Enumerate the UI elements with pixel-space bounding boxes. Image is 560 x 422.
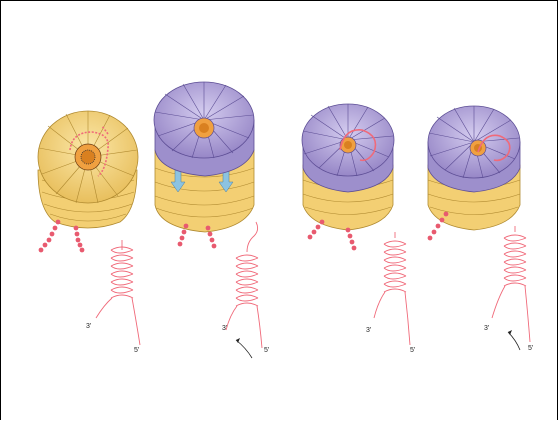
label-5-prime: 5’ xyxy=(134,347,140,354)
curved-arrow-icon xyxy=(508,332,520,350)
panel-3: 3’ 5’ xyxy=(302,104,416,354)
panel-2: 3’ 5’ xyxy=(154,82,270,358)
purple-disk xyxy=(302,104,394,192)
rna-coil xyxy=(226,222,262,348)
curved-arrow-icon xyxy=(236,340,252,358)
panel-4: 3’ 5’ xyxy=(428,106,534,352)
bead-tail xyxy=(308,220,325,240)
label-3-prime: 3’ xyxy=(86,323,92,330)
rna-coil xyxy=(374,232,410,345)
label-5-prime: 5’ xyxy=(528,345,534,352)
label-5-prime: 5’ xyxy=(264,347,270,354)
label-3-prime: 3’ xyxy=(222,325,228,332)
rna-coil xyxy=(96,240,140,345)
bead-tail xyxy=(39,220,61,253)
bead-tail xyxy=(74,226,85,253)
label-3-prime: 3’ xyxy=(366,327,372,334)
label-5-prime: 5’ xyxy=(410,347,416,354)
purple-disk xyxy=(428,106,520,192)
purple-disk xyxy=(154,82,254,176)
bead-tail xyxy=(346,228,357,251)
panel-1: 3’ 5’ xyxy=(38,111,140,354)
rna-coil xyxy=(492,226,530,342)
yellow-disk xyxy=(38,111,138,203)
label-3-prime: 3’ xyxy=(484,325,490,332)
